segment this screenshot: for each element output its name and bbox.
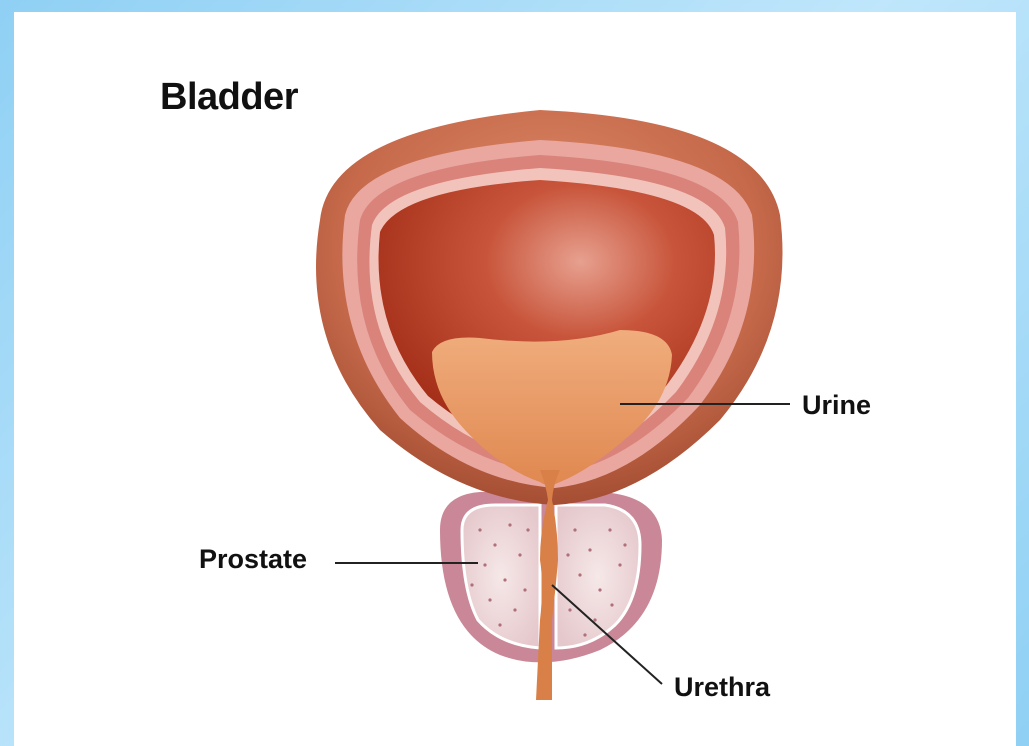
diagram-title: Bladder bbox=[160, 76, 298, 119]
urethra-label: Urethra bbox=[674, 672, 770, 703]
prostate-label: Prostate bbox=[199, 544, 307, 575]
urine-label: Urine bbox=[802, 390, 871, 421]
